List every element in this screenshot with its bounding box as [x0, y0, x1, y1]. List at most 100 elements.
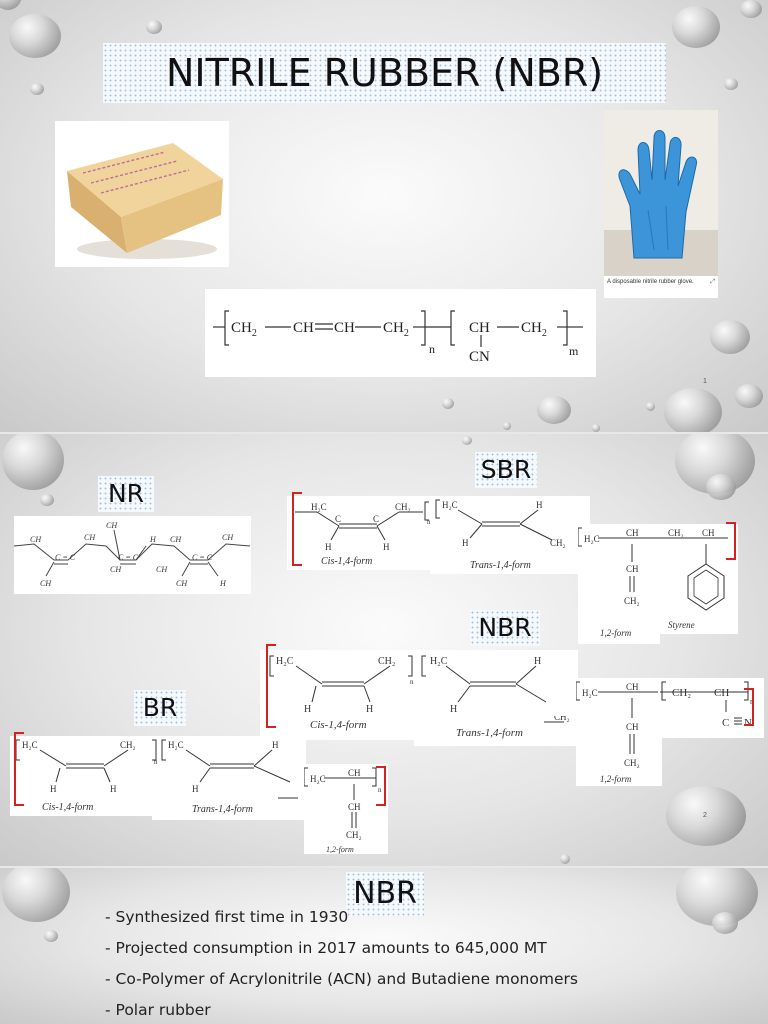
svg-text:H₂C: H₂C [442, 500, 458, 510]
water-drop [442, 398, 454, 409]
svg-text:CH: CH [714, 687, 729, 699]
slide-title: NBR [346, 872, 424, 916]
br-trans-label-box: Trans-1,4-form [152, 796, 306, 820]
svg-text:H: H [304, 704, 311, 715]
svg-text:Trans-1,4-form: Trans-1,4-form [456, 727, 523, 739]
formula-ch: CH [334, 320, 355, 336]
svg-text:C: C [373, 514, 379, 524]
nbr-trans-label: CH₂ Trans-1,4-form [456, 712, 570, 739]
svg-text:1,2-form: 1,2-form [326, 845, 354, 854]
water-drop [712, 912, 738, 934]
svg-text:N: N [744, 717, 752, 729]
nbr-formula-diagram: CH2 CH CH CH2 n CH CH2 CN m [213, 310, 583, 365]
page-number: 2 [703, 812, 707, 819]
nbr-trans-label-box: CH₂ Trans-1,4-form [414, 712, 578, 746]
water-drop [724, 78, 738, 90]
water-drop [740, 0, 762, 18]
slide-title: NITRILE RUBBER (NBR) [103, 43, 666, 103]
svg-text:H₂C: H₂C [582, 688, 598, 698]
svg-text:CH: CH [176, 579, 188, 588]
slide-1: NITRILE RUBBER (NBR) A disposable nitril… [0, 0, 768, 432]
formula-ch: CH [469, 320, 490, 336]
svg-text:CH: CH [110, 565, 122, 574]
water-drop [462, 436, 472, 445]
svg-text:Cis-1,4-form: Cis-1,4-form [310, 719, 367, 731]
water-drop [503, 422, 511, 430]
svg-text:H: H [450, 704, 457, 715]
water-drop [44, 930, 58, 942]
svg-text:CH₂: CH₂ [378, 656, 395, 667]
sbr-label: SBR [475, 452, 537, 488]
nitrile-glove-photo: A disposable nitrile rubber glove. ⤢ [604, 110, 718, 298]
nbr-right-bracket [744, 688, 754, 726]
svg-text:Trans-1,4-form: Trans-1,4-form [192, 804, 253, 815]
svg-text:CH: CH [156, 565, 168, 574]
svg-text:n: n [427, 518, 431, 526]
formula-ch2: CH2 [231, 320, 257, 339]
bullet-item: - Projected consumption in 2017 amounts … [105, 939, 547, 957]
svg-text:CH: CH [626, 564, 639, 574]
glove-caption: A disposable nitrile rubber glove. [607, 279, 694, 285]
svg-text:Styrene: Styrene [668, 620, 695, 630]
nbr-left-bracket [266, 644, 276, 728]
bullet-item: - Polar rubber [105, 1001, 211, 1019]
svg-text:H: H [383, 542, 390, 552]
svg-text:CH: CH [702, 528, 715, 538]
svg-text:H₂C: H₂C [311, 502, 327, 512]
svg-text:CH: CH [40, 579, 52, 588]
formula-ch: CH [293, 320, 314, 336]
nbr-label: NBR [470, 610, 540, 646]
formula-cn: CN [469, 349, 490, 365]
svg-text:CH: CH [626, 682, 639, 692]
br-left-bracket [14, 732, 24, 806]
svg-text:C = C: C = C [55, 553, 76, 562]
svg-text:H: H [219, 579, 227, 588]
br-right-bracket [376, 766, 386, 806]
svg-text:1,2-form: 1,2-form [600, 628, 632, 638]
svg-text:H₂C: H₂C [584, 534, 600, 544]
svg-text:C = C: C = C [192, 553, 213, 562]
water-drop [146, 20, 162, 34]
br-label: BR [134, 690, 186, 726]
water-drop [710, 320, 750, 354]
svg-text:Cis-1,4-form: Cis-1,4-form [42, 802, 93, 813]
svg-text:H: H [325, 542, 332, 552]
sbr-left-bracket [292, 492, 302, 566]
svg-text:C: C [722, 717, 729, 729]
svg-text:CH₂: CH₂ [395, 502, 411, 512]
water-drop [2, 434, 64, 490]
slide-3: NBR - Synthesized first time in 1930 - P… [0, 868, 768, 1024]
svg-text:n: n [154, 758, 158, 766]
water-drop [30, 83, 44, 95]
formula-subscript-m: m [569, 344, 579, 358]
svg-text:C: C [335, 514, 341, 524]
sponge-icon [55, 121, 229, 267]
svg-text:H: H [536, 500, 543, 510]
svg-text:CH₂: CH₂ [624, 758, 640, 768]
svg-text:H₂C: H₂C [22, 740, 38, 750]
svg-text:H: H [110, 784, 117, 794]
page-number: 1 [703, 378, 707, 385]
svg-text:CH₂: CH₂ [554, 716, 570, 722]
svg-text:CH: CH [30, 535, 42, 544]
water-drop [40, 494, 54, 506]
expand-icon: ⤢ [710, 279, 715, 285]
svg-text:H: H [149, 535, 157, 544]
water-drop [2, 868, 70, 922]
rubber-sponge-photo [55, 121, 229, 267]
svg-text:H: H [192, 784, 199, 794]
svg-text:C = C: C = C [118, 553, 139, 562]
glove-icon [604, 110, 718, 276]
br-trans-label: Trans-1,4-form [192, 797, 298, 815]
